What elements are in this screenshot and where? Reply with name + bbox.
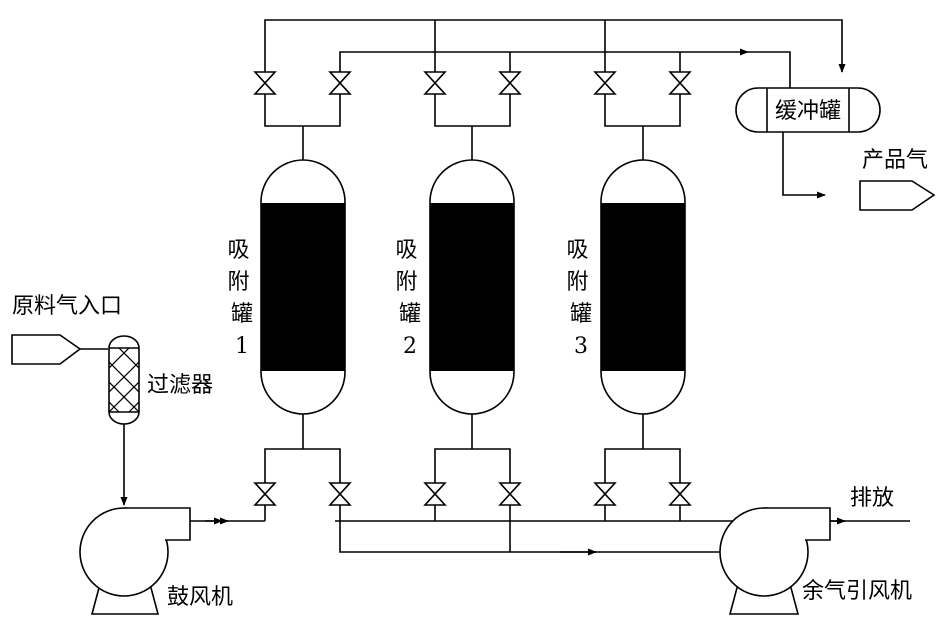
feed-gas-inlet-label: 原料气入口 [12,294,122,319]
valve-top-2b [498,71,522,95]
buffer-tank-label: 缓冲罐 [775,99,841,124]
valve-bottom-2b [498,482,522,506]
adsorber-3-label: 吸 附 罐 [566,238,595,327]
valve-top-3b [668,71,692,95]
valve-bottom-3a [593,482,617,506]
vent: 排放 [850,486,894,511]
exhaust-pipe [339,505,762,553]
adsorber-tank-1: 吸 附 罐 1 [227,159,346,415]
adsorber-tank-3: 吸 附 罐 3 [566,159,686,415]
adsorber-1-number: 1 [235,334,249,359]
adsorber-2-number: 2 [403,334,417,359]
valve-top-3a [593,71,617,95]
feed-inlet-nozzle [11,334,82,365]
adsorber-tank-2: 吸 附 罐 2 [395,159,515,415]
product-gas-label: 产品气 [862,148,928,173]
exhaust-fan-label: 余气引风机 [802,579,912,604]
blower: 鼓风机 [79,507,233,615]
filter-body [108,335,140,425]
valve-bottom-1b [328,482,352,506]
filter: 过滤器 [108,335,213,506]
outer-top-pipe [264,19,846,73]
filter-label: 过滤器 [147,373,213,398]
bottom-valves [253,482,692,506]
adsorber-2-label: 吸 附 罐 [395,238,424,327]
buffer-tank-body [735,87,881,133]
product-gas-outlet [859,180,936,211]
top-valves [253,71,692,162]
exhaust-fan-outlet [764,507,831,541]
feed-inlet: 原料气入口 [11,294,122,365]
blower-label: 鼓风机 [167,585,233,610]
inner-top-pipe [339,48,749,72]
valve-top-1b [328,71,352,95]
valve-bottom-2a [423,482,447,506]
valve-bottom-1a [253,482,277,506]
vent-label: 排放 [850,486,894,511]
valve-top-1a [253,71,277,95]
exhaust-fan: 余气引风机 [719,507,912,615]
top-piping [264,19,846,88]
valve-top-2a [423,71,447,95]
valve-bottom-3b [668,482,692,506]
blower-outlet [124,507,191,541]
buffer-tank: 缓冲罐 产品气 [735,87,936,211]
adsorber-3-number: 3 [574,334,588,359]
adsorber-1-label: 吸 附 罐 [227,238,256,327]
